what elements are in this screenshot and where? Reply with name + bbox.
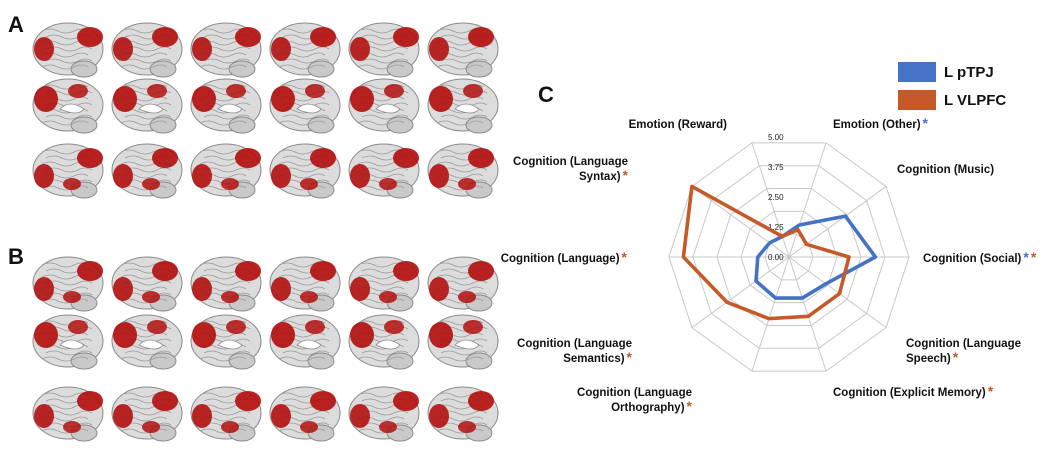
brain-slice-a-r2-c2 bbox=[190, 143, 262, 199]
significance-star: * bbox=[627, 349, 633, 365]
significance-star: * bbox=[988, 383, 994, 399]
brain-slice-a-r1-c4 bbox=[348, 78, 420, 134]
radar-axis-label: Cognition (Social)** bbox=[923, 249, 1037, 265]
brain-slice-b-r2-c2 bbox=[190, 386, 262, 442]
brain-slice-a-r1-c0 bbox=[32, 78, 104, 134]
brain-slice-a-r2-c0 bbox=[32, 143, 104, 199]
legend-label-vlpfc: L VLPFC bbox=[944, 91, 1007, 109]
radar-spoke bbox=[691, 186, 790, 258]
brain-slice-a-r2-c4 bbox=[348, 143, 420, 199]
radar-axis-label: Cognition (Explicit Memory)* bbox=[833, 383, 994, 399]
significance-star: * bbox=[1031, 249, 1037, 265]
brain-slice-a-r0-c1 bbox=[111, 22, 183, 78]
significance-star: * bbox=[622, 249, 628, 265]
radar-tick-label: 2.50 bbox=[768, 193, 784, 202]
significance-star: * bbox=[953, 349, 959, 365]
significance-star: * bbox=[923, 115, 929, 131]
significance-star: * bbox=[687, 398, 693, 414]
brain-slice-a-r0-c5 bbox=[427, 22, 499, 78]
radar-axis-label: Cognition (Music) bbox=[897, 164, 994, 176]
brain-slice-a-r0-c0 bbox=[32, 22, 104, 78]
radar-tick-label: 5.00 bbox=[768, 133, 784, 142]
legend-item-vlpfc: L VLPFC bbox=[898, 86, 1048, 114]
brain-slice-b-r0-c1 bbox=[111, 256, 183, 312]
radar-tick-label: 3.75 bbox=[768, 163, 784, 172]
panel-c-label: C bbox=[538, 82, 554, 107]
radar-spoke bbox=[751, 256, 790, 372]
brain-slice-a-r0-c2 bbox=[190, 22, 262, 78]
legend-item-ptpj: L pTPJ bbox=[898, 58, 1048, 86]
radar-tick-label: 0.00 bbox=[768, 253, 784, 262]
radar-spoke bbox=[788, 256, 827, 372]
brain-slice-b-r2-c1 bbox=[111, 386, 183, 442]
radar-axis-label: Cognition (Language)* bbox=[501, 249, 628, 265]
legend-label-ptpj: L pTPJ bbox=[944, 63, 994, 81]
radar-series-ptpj bbox=[754, 214, 878, 300]
brain-slice-b-r2-c5 bbox=[427, 386, 499, 442]
brain-slice-b-r0-c2 bbox=[190, 256, 262, 312]
radar-tick-label: 1.25 bbox=[768, 223, 784, 232]
brain-slice-b-r1-c2 bbox=[190, 314, 262, 370]
brain-slice-b-r0-c5 bbox=[427, 256, 499, 312]
brain-slice-b-r1-c4 bbox=[348, 314, 420, 370]
panel-b-label: B bbox=[8, 244, 24, 269]
radar-spoke bbox=[691, 256, 790, 328]
brain-slice-b-r2-c0 bbox=[32, 386, 104, 442]
radar-series-vlpfc bbox=[681, 184, 851, 321]
legend-swatch-ptpj bbox=[898, 62, 936, 82]
brain-slice-b-r0-c3 bbox=[269, 256, 341, 312]
radar-spoke bbox=[788, 186, 887, 258]
brain-slice-a-r1-c5 bbox=[427, 78, 499, 134]
radar-spoke bbox=[788, 142, 827, 258]
brain-slice-b-r2-c3 bbox=[269, 386, 341, 442]
brain-slice-a-r2-c5 bbox=[427, 143, 499, 199]
radar-axis-label: Emotion (Reward) bbox=[629, 119, 728, 131]
brain-slice-a-r0-c3 bbox=[269, 22, 341, 78]
significance-star: * bbox=[623, 167, 629, 183]
brain-slice-b-r1-c3 bbox=[269, 314, 341, 370]
brain-slice-a-r1-c3 bbox=[269, 78, 341, 134]
legend-swatch-vlpfc bbox=[898, 90, 936, 110]
chart-legend: L pTPJ L VLPFC bbox=[898, 58, 1048, 114]
brain-slice-a-r2-c1 bbox=[111, 143, 183, 199]
brain-slice-a-r1-c2 bbox=[190, 78, 262, 134]
brain-slice-b-r0-c4 bbox=[348, 256, 420, 312]
panel-a-label: A bbox=[8, 12, 24, 37]
radar-grid bbox=[668, 142, 910, 372]
brain-slice-b-r1-c5 bbox=[427, 314, 499, 370]
brain-slice-b-r1-c1 bbox=[111, 314, 183, 370]
brain-slice-a-r0-c4 bbox=[348, 22, 420, 78]
brain-slice-a-r1-c1 bbox=[111, 78, 183, 134]
brain-slice-b-r0-c0 bbox=[32, 256, 104, 312]
radar-spoke bbox=[788, 256, 887, 328]
brain-slice-b-r1-c0 bbox=[32, 314, 104, 370]
brain-slice-grid bbox=[32, 22, 499, 442]
radar-axis-label: Emotion (Other)* bbox=[833, 115, 929, 131]
brain-slice-a-r2-c3 bbox=[269, 143, 341, 199]
significance-star: * bbox=[1023, 249, 1029, 265]
brain-slice-b-r2-c4 bbox=[348, 386, 420, 442]
